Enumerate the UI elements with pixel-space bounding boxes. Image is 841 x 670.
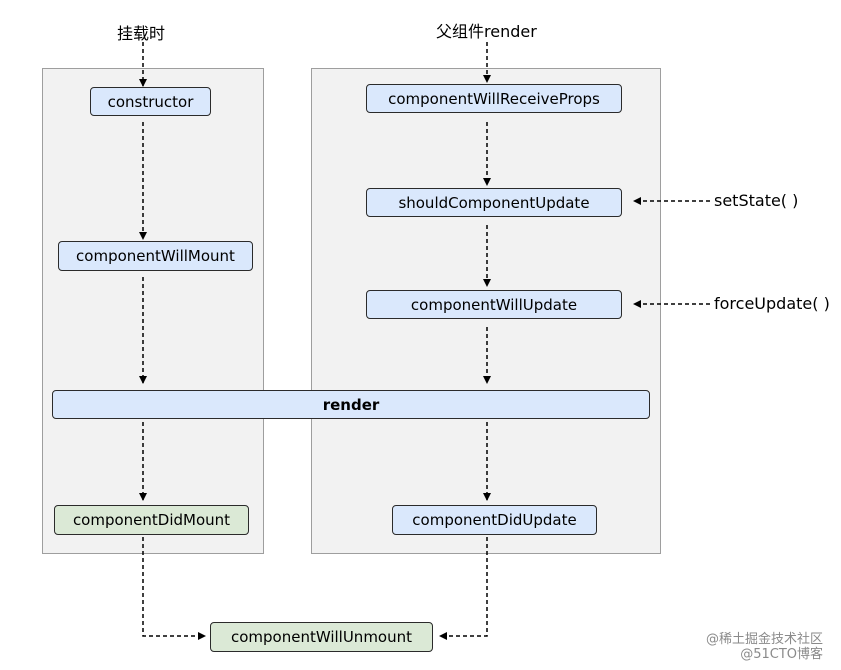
component-did-update-node: componentDidUpdate (392, 505, 597, 535)
should-component-update-node: shouldComponentUpdate (366, 188, 622, 217)
watermark-juejin: @稀土掘金技术社区 (705, 632, 823, 647)
render-node: render (52, 390, 650, 419)
watermark-51cto: @51CTO博客 (740, 647, 823, 662)
parent-render-label: 父组件render (436, 22, 537, 41)
constructor-node: constructor (90, 87, 211, 116)
mount-phase-label: 挂载时 (117, 24, 166, 43)
watermark: @稀土掘金技术社区 @51CTO博客 (706, 632, 823, 662)
arrow-didmount-to-unmount (142, 537, 206, 640)
component-did-mount-node: componentDidMount (54, 505, 249, 535)
force-update-label: forceUpdate( ) (714, 294, 830, 313)
component-will-mount-node: componentWillMount (58, 241, 253, 271)
mount-phase-panel (42, 68, 264, 554)
set-state-label: setState( ) (714, 191, 799, 210)
component-will-receive-props-node: componentWillReceiveProps (366, 84, 622, 113)
arrow-didupdate-to-unmount (439, 537, 488, 640)
component-will-update-node: componentWillUpdate (366, 290, 622, 319)
component-will-unmount-node: componentWillUnmount (210, 622, 433, 652)
